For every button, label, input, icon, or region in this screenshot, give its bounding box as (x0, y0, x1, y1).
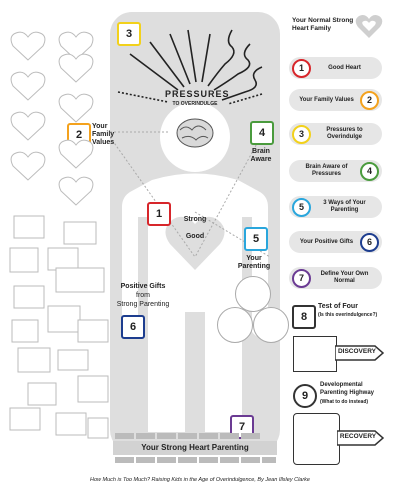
discovery-label: DISCOVERY (337, 348, 377, 355)
person-figure (110, 29, 271, 432)
test-of-four-card (293, 336, 337, 372)
legend-number-badge: 6 (360, 233, 379, 252)
label-your-family-values: Your Family Values (92, 123, 115, 146)
legend-number-badge: 5 (292, 198, 311, 217)
pressures-subtitle: TO OVERINDULGE (172, 101, 218, 107)
legend-item-label: Your Positive Gifts (299, 238, 354, 245)
legend-item-4: 4 Brain Aware of Pressures (289, 160, 382, 182)
legend-item-label: Your Family Values (299, 96, 354, 103)
highway-card (293, 413, 340, 465)
hearts-grid (10, 31, 94, 206)
legend-number-badge: 2 (360, 91, 379, 110)
legend-item-label: Define Your Own Normal (320, 271, 369, 284)
legend-number-badge: 4 (360, 162, 379, 181)
legend-number-badge: 3 (292, 125, 311, 144)
discovery-arrow (335, 345, 385, 361)
legend-item-3: 3 Pressures to Overindulge (289, 123, 382, 145)
legend-item-2: 2 Your Family Values (289, 89, 382, 111)
label-from: from (136, 292, 150, 299)
parenting-circle-top (235, 276, 271, 312)
base-banner: Your Strong Heart Parenting (113, 441, 277, 455)
legend-number-badge: 1 (292, 59, 311, 78)
legend-item-7: 7 Define Your Own Normal (289, 267, 382, 289)
puzzle-piece-6: 6 (121, 315, 145, 339)
label-positive-gifts: Positive Gifts (120, 283, 166, 290)
label-your-parenting: Your Parenting (237, 255, 271, 270)
footer-citation: How Much is Too Much? Raising Kids in th… (89, 477, 310, 483)
legend-number-badge: 7 (292, 269, 311, 288)
legend-item-6: 6 Your Positive Gifts (289, 231, 382, 253)
item9-subtitle: (What to do instead) (320, 399, 369, 405)
puzzle-piece-5: 5 (244, 227, 268, 251)
heart-label-bottom: Good (185, 233, 205, 240)
legend-item-label: Brain Aware of Pressures (305, 164, 348, 177)
parenting-circle-right (253, 307, 289, 343)
label-brain-aware: Brain Aware (250, 148, 272, 163)
gifts-grid (9, 215, 109, 439)
parenting-circle-left (217, 307, 253, 343)
puzzle-piece-4: 4 (250, 121, 274, 145)
legend-item-5: 5 3 Ways of Your Parenting (289, 196, 382, 218)
heart-icon (355, 15, 383, 38)
item8-title: Test of Four (318, 303, 358, 310)
label-strong-parenting: Strong Parenting (116, 301, 170, 308)
pressures-title: PRESSURES (165, 89, 230, 99)
puzzle-piece-9: 9 (293, 384, 317, 408)
legend-item-label: 3 Ways of Your Parenting (323, 200, 366, 213)
item8-subtitle: (Is this overindulgence?) (318, 312, 378, 318)
brick-base (113, 433, 277, 463)
recovery-arrow (337, 430, 385, 446)
item9-title: Developmental Parenting Highway (320, 382, 375, 396)
legend-header: Your Normal Strong Heart Family (292, 17, 354, 32)
legend-item-label: Good Heart (328, 64, 361, 71)
legend-item-label: Pressures to Overindulge (326, 127, 363, 140)
puzzle-piece-1: 1 (147, 202, 171, 226)
legend-item-1: 1 Good Heart (289, 57, 382, 79)
puzzle-piece-8: 8 (292, 305, 316, 329)
heart-label-top: Strong (183, 216, 207, 223)
puzzle-piece-3: 3 (117, 22, 141, 46)
recovery-label: RECOVERY (339, 433, 377, 440)
